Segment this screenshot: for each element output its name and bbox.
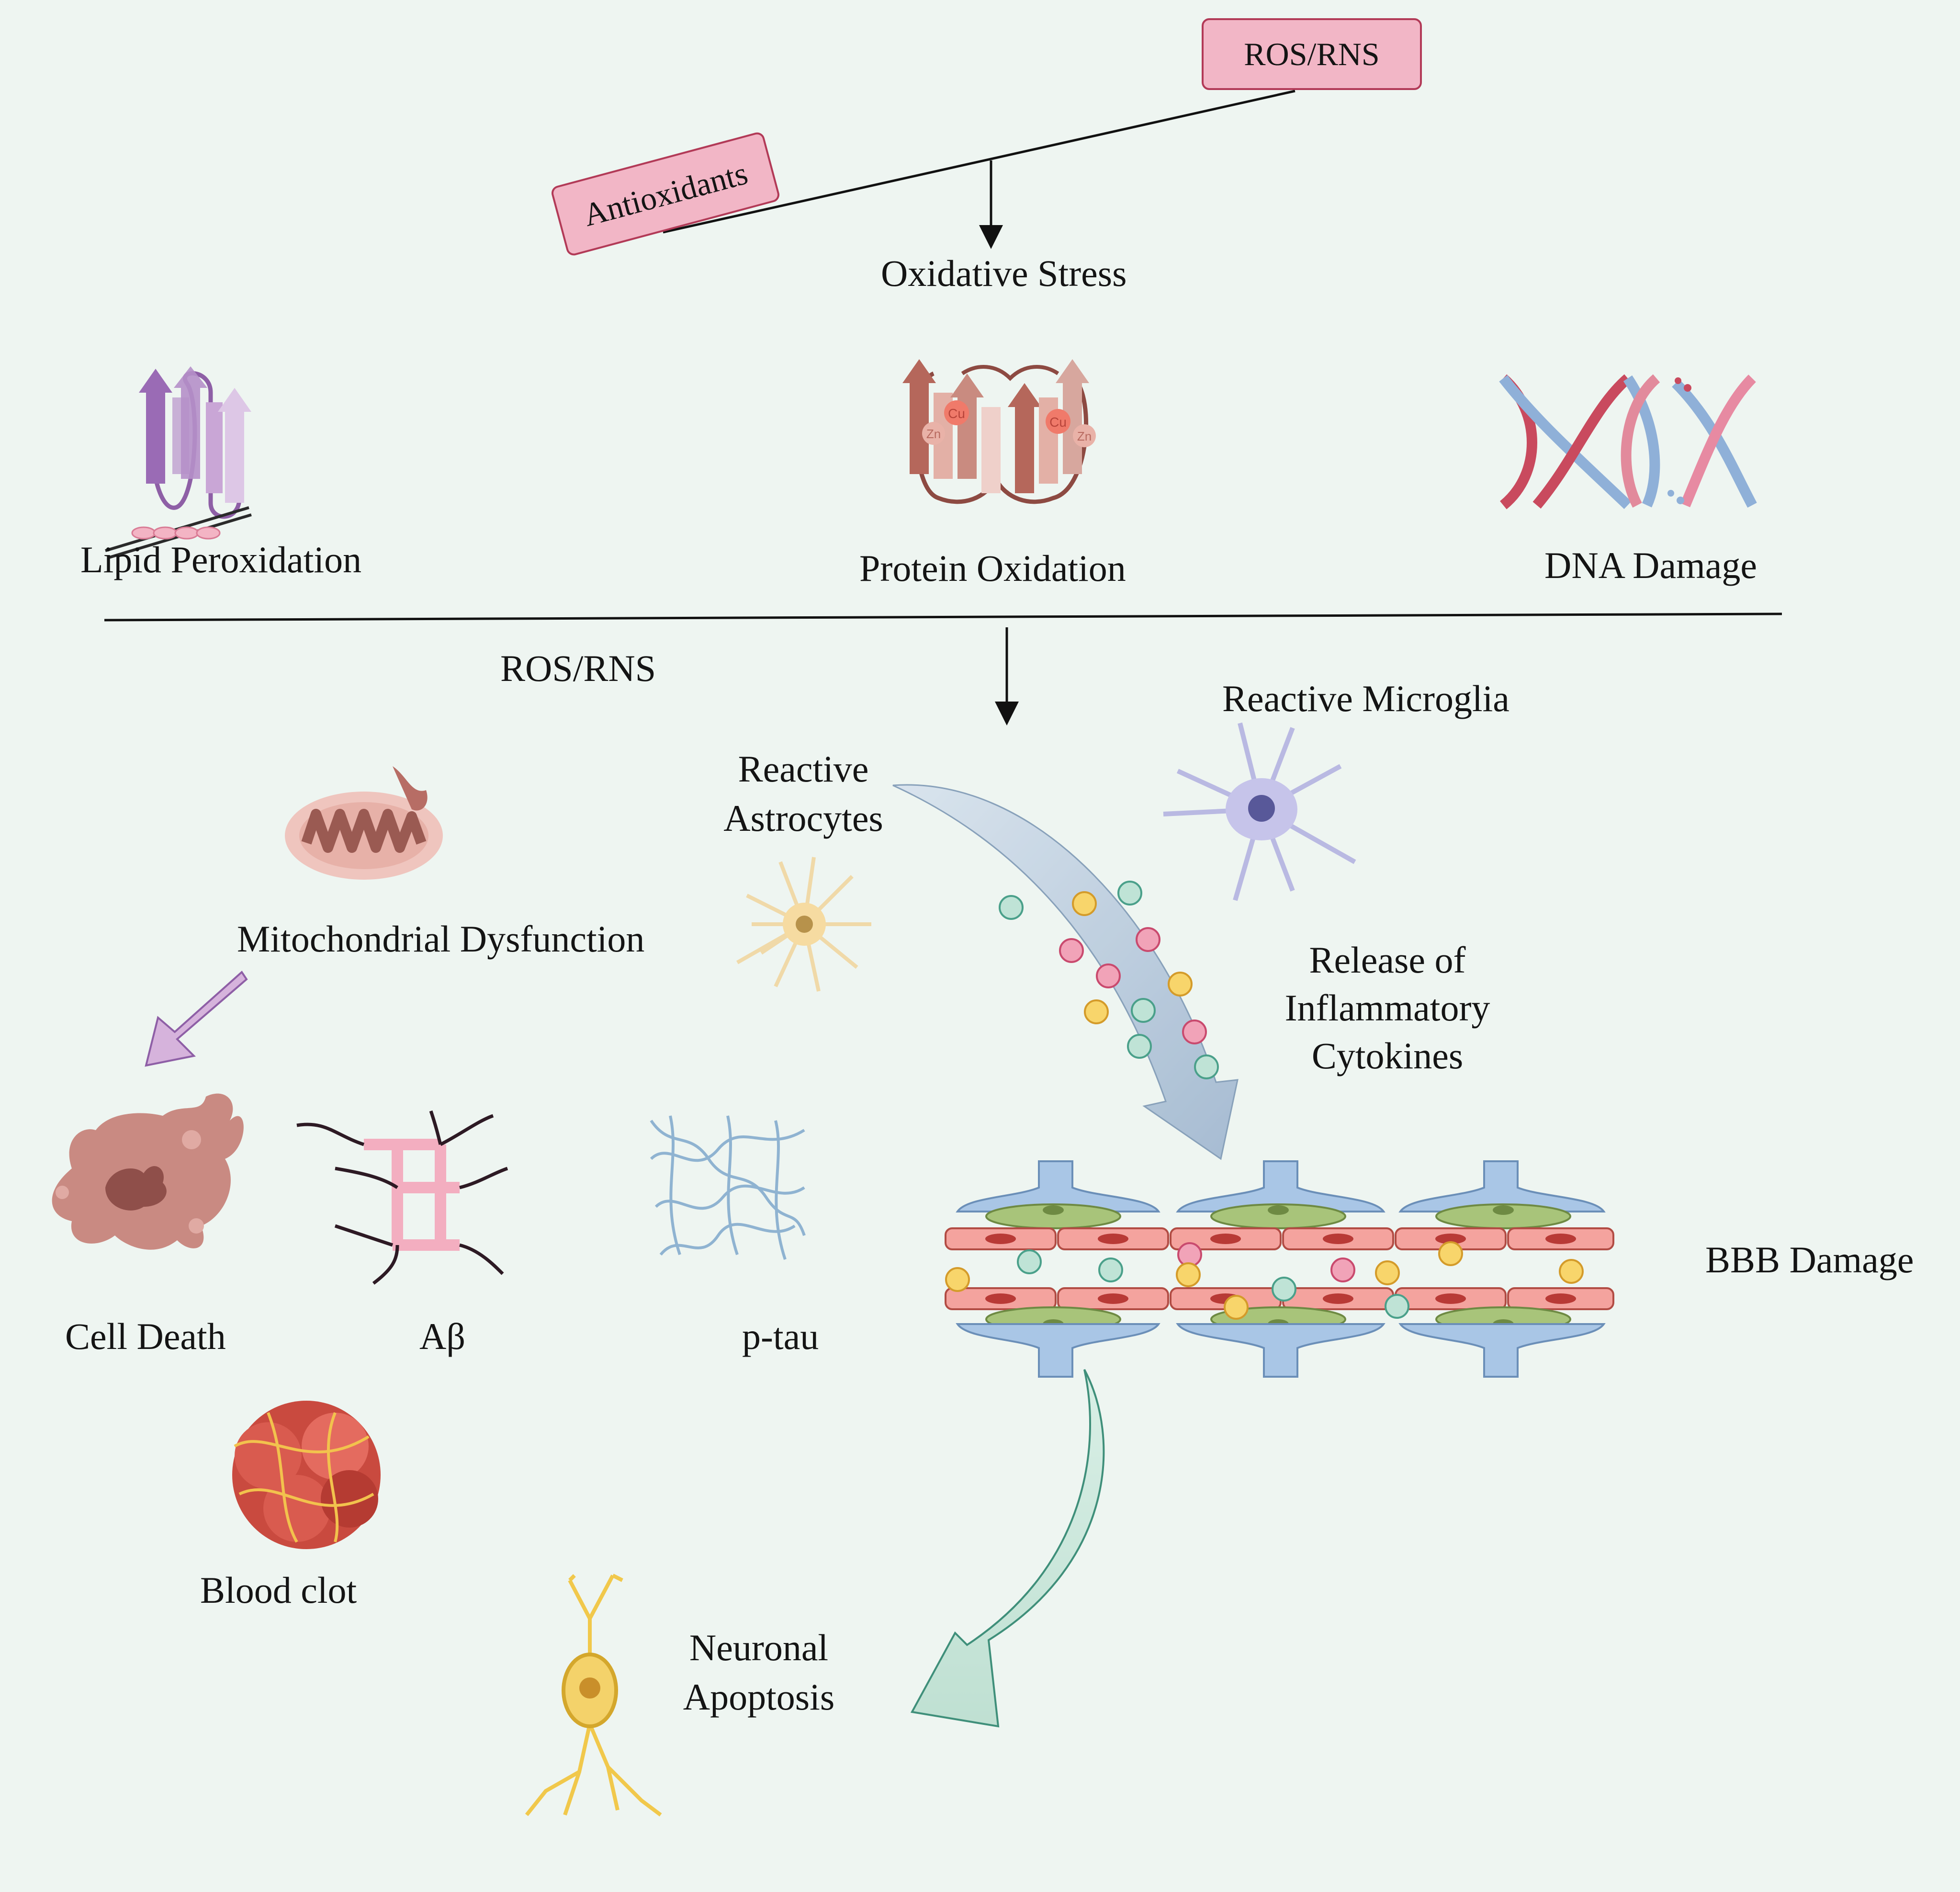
lipid-peroxidation-icon [105, 366, 252, 559]
neuron-icon [525, 1574, 662, 1817]
protein-oxidation-label: Protein Oxidation [859, 547, 1126, 589]
cytokine-particles [999, 881, 1219, 1079]
cell-death-label: Cell Death [65, 1315, 226, 1357]
ros-rns-label: ROS/RNS [500, 647, 656, 689]
metal-label: Zn [1077, 429, 1092, 443]
astrocyte-icon [736, 857, 871, 992]
metal-label: Cu [1049, 415, 1067, 430]
dna-damage-label: DNA Damage [1544, 544, 1757, 586]
metal-label: Zn [926, 427, 941, 441]
abeta-icon [296, 1110, 508, 1285]
cytokines-label-line2: Inflammatory [1284, 987, 1490, 1029]
blood-brain-barrier-icon [945, 1160, 1614, 1378]
balance-scale [663, 90, 1295, 249]
bbb-to-neuron-arrow [910, 1369, 1105, 1728]
reactive-astrocytes-label-line1: Reactive [738, 748, 869, 790]
mitochondrial-dysfunction-label: Mitochondrial Dysfunction [237, 918, 645, 960]
ros-rns-box: ROS/RNS [1202, 18, 1422, 90]
mitochondrion-icon [285, 766, 443, 880]
metal-label: Cu [948, 406, 965, 421]
cytokines-label-line3: Cytokines [1311, 1035, 1464, 1076]
reactive-microglia-label: Reactive Microglia [1222, 678, 1509, 719]
neuronal-apoptosis-label-line2: Apoptosis [683, 1676, 835, 1718]
ptau-icon [650, 1115, 806, 1260]
section-divider [104, 612, 1782, 622]
blood-clot-icon [232, 1401, 381, 1549]
dna-damage-icon [1499, 374, 1757, 510]
oxidative-stress-label: Oxidative Stress [881, 252, 1127, 294]
reactive-astrocytes-label-line2: Astrocytes [723, 797, 883, 839]
cytokine-release-arrow [892, 784, 1239, 1160]
lipid-peroxidation-label: Lipid Peroxidation [80, 539, 362, 580]
blood-clot-label: Blood clot [200, 1569, 357, 1611]
neuronal-apoptosis-label-line1: Neuronal [689, 1627, 829, 1668]
microglia-icon [1163, 722, 1356, 901]
ros-rns-box-label: ROS/RNS [1244, 35, 1380, 72]
bbb-damage-label: BBB Damage [1705, 1239, 1914, 1280]
cell-death-icon [52, 1093, 244, 1250]
abeta-label: Aβ [419, 1315, 466, 1357]
ptau-label: p-tau [742, 1315, 819, 1357]
cytokines-label-line1: Release of [1309, 939, 1466, 981]
mitochondria-to-cell-death-arrow [145, 970, 248, 1067]
protein-oxidation-icon: Cu Zn Cu Zn [902, 359, 1096, 504]
